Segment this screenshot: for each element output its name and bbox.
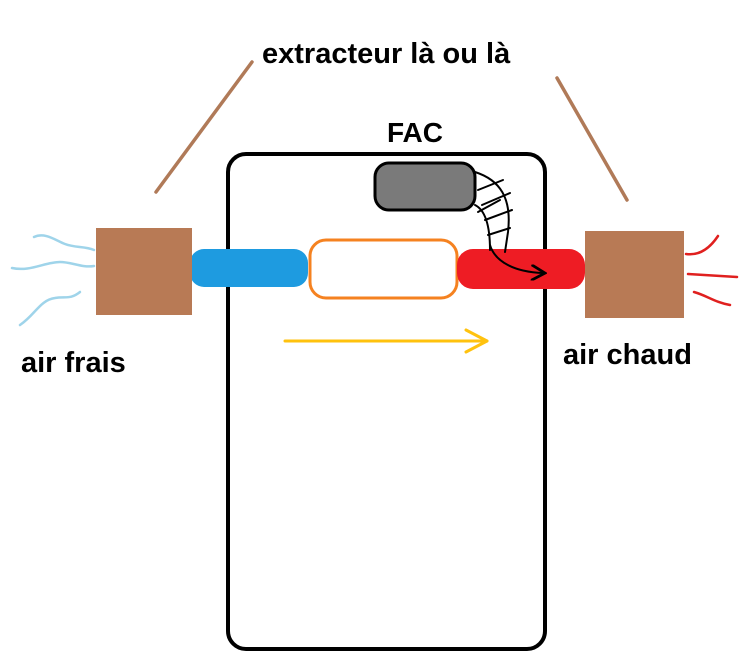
extractor-label: extracteur là ou là [262, 38, 511, 70]
hot-air-lines [684, 234, 739, 307]
extractor-left [96, 228, 192, 315]
fac-block [373, 161, 477, 212]
unit-casing [226, 152, 547, 651]
heater-element [308, 238, 459, 300]
cold-duct [190, 249, 308, 287]
hot-air-label: air chaud [563, 339, 692, 371]
pointer-line-left [154, 60, 254, 194]
fac-label: FAC [387, 117, 443, 148]
extractor-right [585, 231, 684, 318]
airflow-arrow [283, 328, 489, 354]
fresh-air-label: air frais [21, 347, 126, 379]
pointer-line-right [555, 76, 629, 202]
fac-hose [474, 171, 543, 273]
cold-air-lines [10, 234, 96, 327]
